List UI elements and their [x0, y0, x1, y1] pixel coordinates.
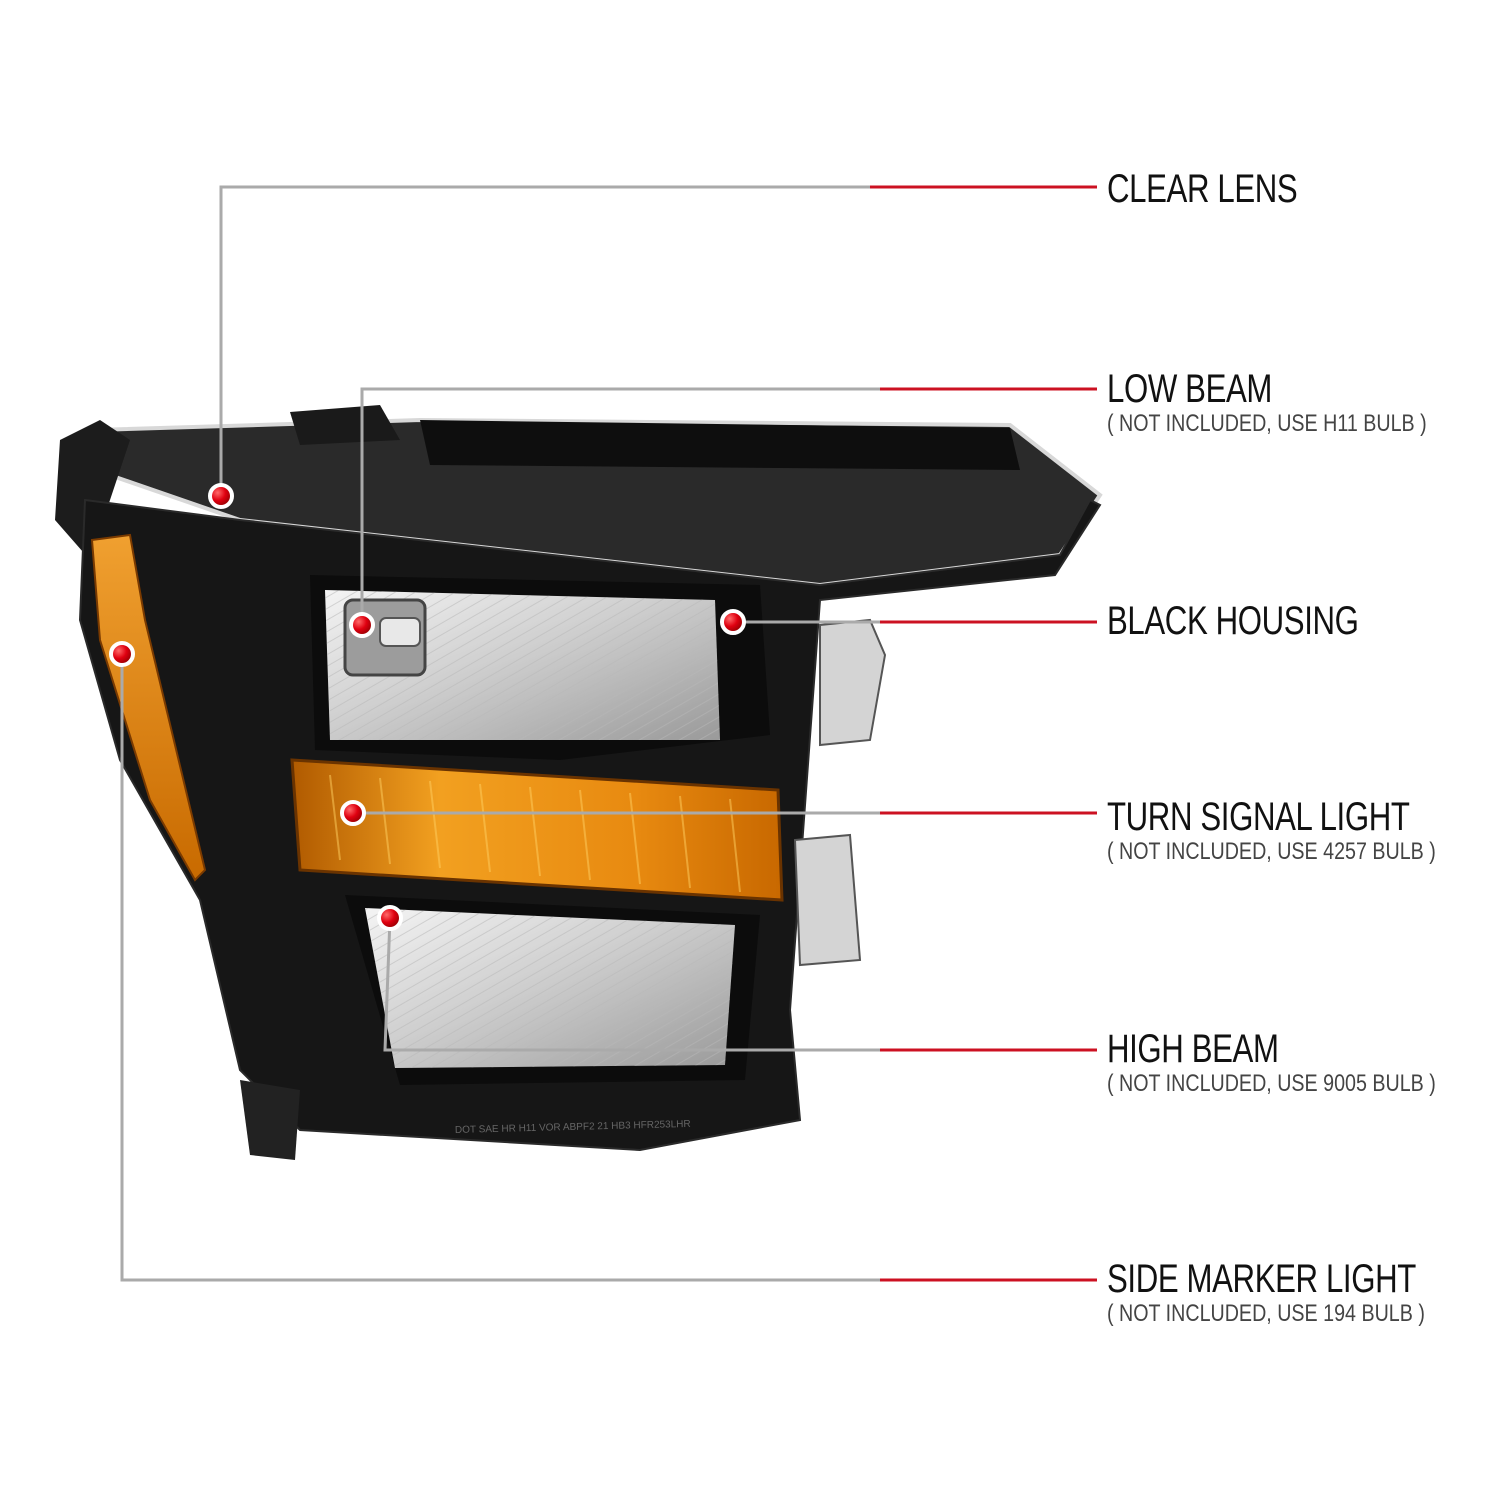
low-beam-bulb [379, 617, 421, 647]
bottom-tab [240, 1080, 300, 1160]
callout-side-marker-light: SIDE MARKER LIGHT ( NOT INCLUDED, USE 19… [1107, 1256, 1500, 1328]
high-beam-ribs [365, 908, 735, 1068]
leader-low-beam [360, 387, 880, 625]
marker-dot-black-housing [720, 609, 746, 635]
turn-signal-ribs [329, 774, 741, 893]
marker-dot-high-beam [377, 905, 403, 931]
callout-clear-lens: CLEAR LENS [1107, 166, 1351, 212]
callout-note: ( NOT INCLUDED, USE 9005 BULB ) [1107, 1070, 1436, 1097]
callout-title: HIGH BEAM [1107, 1027, 1279, 1071]
leader-lines [120, 185, 880, 1282]
marker-dot-side-marker [109, 641, 135, 667]
callout-title: SIDE MARKER LIGHT [1107, 1257, 1416, 1301]
callout-title: LOW BEAM [1107, 367, 1273, 411]
connector-upper [819, 618, 887, 747]
callout-title: BLACK HOUSING [1107, 599, 1359, 643]
callout-high-beam: HIGH BEAM ( NOT INCLUDED, USE 9005 BULB … [1107, 1026, 1500, 1098]
rear-housing [55, 420, 130, 560]
marker-dots [109, 483, 746, 931]
callout-low-beam: LOW BEAM ( NOT INCLUDED, USE H11 BULB ) [1107, 366, 1497, 438]
leader-high-beam [383, 917, 880, 1052]
callout-title: CLEAR LENS [1107, 167, 1298, 211]
leader-clear-lens [219, 185, 870, 496]
leader-accent-lines [870, 185, 1097, 1282]
callout-note: ( NOT INCLUDED, USE 4257 BULB ) [1107, 838, 1436, 865]
callout-note: ( NOT INCLUDED, USE 194 BULB ) [1107, 1300, 1425, 1327]
connector-lower [793, 833, 862, 967]
marker-dot-low-beam [349, 612, 375, 638]
side-marker-lens [90, 533, 207, 882]
turn-signal-lens [290, 758, 784, 902]
top-rail [420, 420, 1020, 470]
callout-title: TURN SIGNAL LIGHT [1107, 795, 1410, 839]
callout-turn-signal-light: TURN SIGNAL LIGHT ( NOT INCLUDED, USE 42… [1107, 794, 1500, 866]
marker-dot-turn-signal [340, 800, 366, 826]
marker-dot-clear-lens [208, 483, 234, 509]
callout-note: ( NOT INCLUDED, USE H11 BULB ) [1107, 410, 1427, 437]
leader-side-marker [120, 654, 880, 1282]
top-bracket [290, 405, 400, 445]
callout-black-housing: BLACK HOUSING [1107, 598, 1429, 644]
